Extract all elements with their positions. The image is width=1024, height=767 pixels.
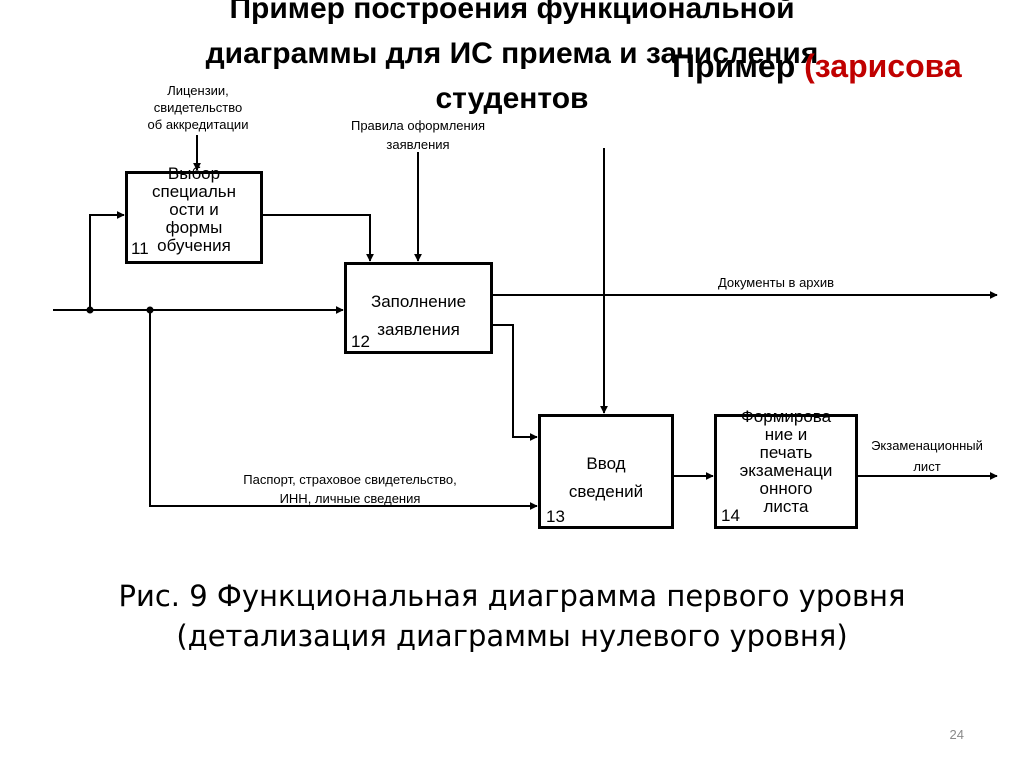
figure-caption-line-1: Рис. 9 Функциональная диаграмма первого … (118, 579, 906, 613)
box-12-label-line: Заполнение (370, 292, 467, 311)
box-13-number: 13 (546, 507, 565, 526)
slide-title-line-1: Пример построения функциональной (229, 0, 795, 25)
box-11-label-line: ости и (169, 200, 219, 219)
box-12-label: Заполнение заявления (344, 288, 493, 344)
box-14-label-line: ние и (764, 425, 808, 444)
box-11-label-line: обучения (157, 236, 231, 255)
box-11-label-line: формы (165, 218, 223, 237)
box-11-label: Выбор специальн ости и формы обучения (125, 165, 263, 255)
junction-dot (146, 306, 154, 314)
exam-sheet-label: Экзаменационный лист (852, 435, 1002, 477)
slide-title-line-3: студентов (435, 82, 589, 115)
box-11-to-box-12-arrow (263, 214, 374, 262)
box-12 (344, 262, 493, 354)
box-11 (125, 171, 263, 264)
licenses-label-line: Лицензии, (167, 83, 229, 98)
exam-sheet-label-line: лист (913, 459, 941, 474)
box-14-label-line: листа (763, 497, 809, 516)
figure-caption-line-2: (детализация диаграммы нулевого уровня) (176, 619, 848, 653)
box-14-label: Формирова ние и печать экзаменаци онного… (714, 408, 858, 516)
overlay-title: Пример (зарисова (672, 48, 962, 85)
input-branch-to-box-11 (89, 211, 125, 310)
box-14-number: 14 (721, 506, 740, 525)
box-12-number: 12 (351, 332, 370, 351)
licenses-label-line: об аккредитации (147, 117, 249, 132)
box-11-number: 11 (131, 239, 149, 258)
licenses-label-line: свидетельство (153, 100, 243, 115)
figure-caption: Рис. 9 Функциональная диаграмма первого … (0, 576, 1024, 656)
box-11-label-line: Выбор (167, 164, 221, 183)
passport-label-line: Паспорт, страховое свидетельство, (243, 472, 457, 487)
box-13-label: Ввод сведений (538, 450, 674, 506)
box-12-to-box-13-arrow (493, 324, 538, 441)
box-14-label-line: печать (759, 443, 813, 462)
overlay-title-black: Пример (672, 48, 805, 84)
box-14 (714, 414, 858, 529)
box-11-label-line: специальн (151, 182, 236, 201)
slide-title: Пример построения функциональной диаграм… (60, 0, 964, 121)
exam-sheet-label-line: Экзаменационный (871, 438, 983, 453)
slide-title-line-2: диаграммы для ИС приема и зачисления (205, 37, 819, 70)
rules-label-line: заявления (386, 137, 450, 152)
box-14-label-line: Формирова (740, 407, 832, 426)
box-13 (538, 414, 674, 529)
junction-dot (86, 306, 94, 314)
passport-label-line: ИНН, личные сведения (279, 491, 421, 506)
page-number: 24 (949, 727, 964, 742)
passport-line-to-box-13 (149, 310, 538, 510)
licenses-label: Лицензии, свидетельство об аккредитации (122, 82, 274, 133)
box-13-label-line: сведений (568, 482, 644, 501)
box-14-label-line: онного (759, 479, 813, 498)
box-13-label-line: Ввод (586, 454, 626, 473)
box-12-label-line: заявления (377, 320, 460, 339)
overlay-title-red: (зарисова (804, 48, 962, 84)
rules-label: Правила оформления заявления (330, 116, 506, 154)
box-14-label-line: экзаменаци (739, 461, 833, 480)
rules-label-line: Правила оформления (350, 118, 486, 133)
archive-label: Документы в архив (717, 275, 835, 290)
passport-label: Паспорт, страховое свидетельство, ИНН, л… (205, 470, 495, 508)
